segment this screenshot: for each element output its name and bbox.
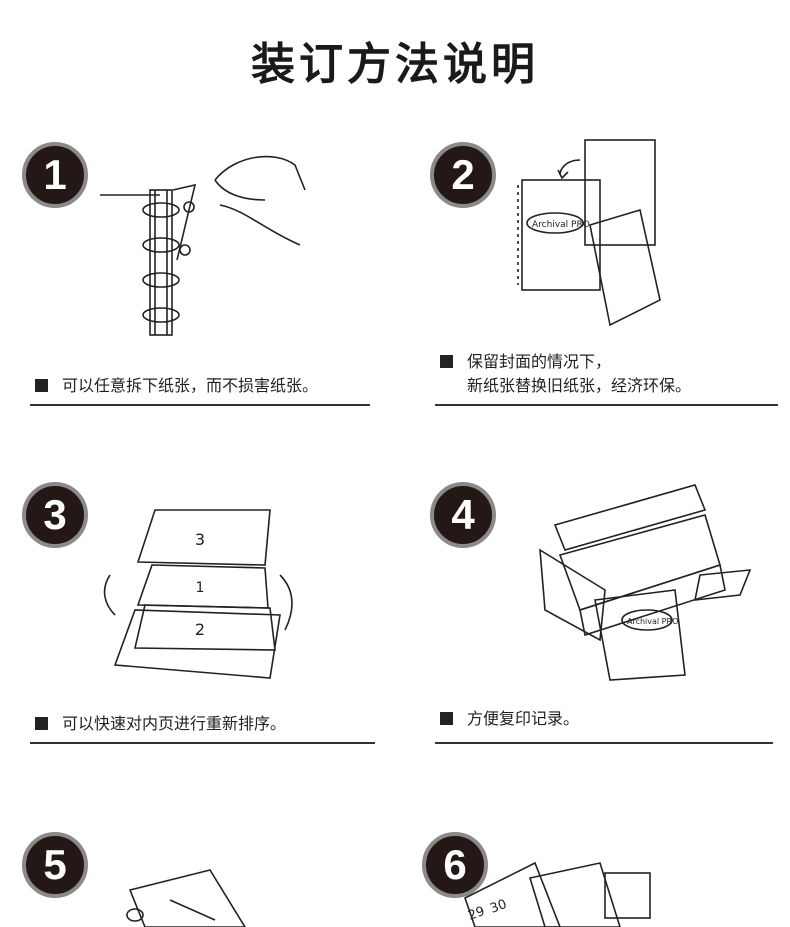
step-4-badge: 4 xyxy=(430,482,496,548)
reorder-pages-illustration: 3 1 2 xyxy=(103,509,293,679)
page-mark: 3 xyxy=(195,530,205,549)
divider xyxy=(435,742,773,744)
page-mark: 30 xyxy=(488,897,509,917)
step-3-badge: 3 xyxy=(22,482,88,548)
divider xyxy=(30,742,375,744)
page-title: 装订方法说明 xyxy=(251,39,539,90)
step-4-caption: 方便复印记录。 xyxy=(440,707,579,731)
divider xyxy=(30,404,370,406)
archival-pro-logo: Archival PRO xyxy=(627,617,678,626)
bullet-square-icon xyxy=(440,712,453,725)
page-mark: 29 xyxy=(466,904,487,924)
step-2-badge: 2 xyxy=(430,142,496,208)
archival-pro-logo: Archival PRO xyxy=(532,220,590,230)
divider xyxy=(435,404,778,406)
step-5-badge: 5 xyxy=(22,832,88,898)
step-3-caption: 可以快速对内页进行重新排序。 xyxy=(35,712,286,736)
step-2-caption: 保留封面的情况下，新纸张替换旧纸张，经济环保。 xyxy=(440,350,691,398)
bullet-square-icon xyxy=(35,379,48,392)
photocopier-illustration: Archival PRO xyxy=(539,484,752,681)
step-1-badge: 1 xyxy=(22,142,88,208)
page-mark: 2 xyxy=(195,620,205,639)
bullet-square-icon xyxy=(35,717,48,730)
page-mark: 1 xyxy=(196,580,205,596)
bullet-square-icon xyxy=(440,355,453,368)
step-6-badge: 6 xyxy=(422,832,488,898)
step-1-caption: 可以任意拆下纸张，而不损害纸张。 xyxy=(35,374,318,398)
photo-pages-illustration: 29 30 xyxy=(464,861,651,927)
ring-binder-tearing-page-illustration xyxy=(100,155,306,336)
notebook-writing-illustration xyxy=(126,869,246,927)
replace-pages-illustration: Archival PRO xyxy=(517,139,661,327)
